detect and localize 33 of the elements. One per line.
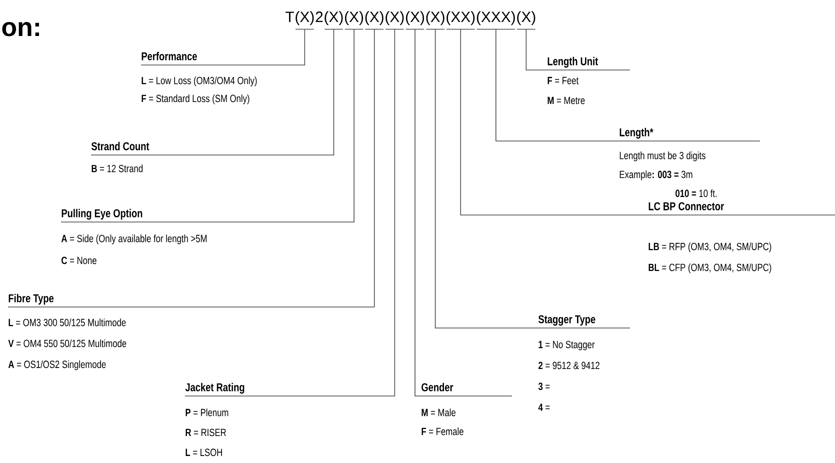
option-list: Gender M = Male F = Female (422, 382, 464, 436)
leader-line (90, 28, 344, 156)
code-field: (X) (296, 11, 314, 26)
option-list: Strand Count B = 12 Strand (91, 142, 150, 172)
leader-line (8, 28, 384, 308)
code-field: (X) (365, 11, 384, 26)
leader-line (60, 28, 364, 222)
leader-line (476, 28, 760, 142)
leader-line (184, 28, 404, 396)
leader-line (140, 28, 314, 66)
leader-line (426, 28, 630, 328)
leader-line (516, 28, 630, 70)
option-list: Length* Length must be 3 digits Example: 003 = 3m 010 = 10 ft. (620, 128, 717, 198)
code-field: (X) (517, 11, 536, 26)
code-field: (X) (406, 11, 424, 26)
code-character: 2 (316, 12, 323, 22)
option-list: Length Unit F = Feet M = Metre (548, 56, 598, 104)
code-field: (XXX) (476, 11, 515, 26)
option-list: Fibre Type L = OM3 300 50/125 Multimode V = OM4 550 50/125 Multimode A = OS1/OS2 Singlemode (8, 294, 126, 370)
code-field: (X) (324, 11, 343, 26)
code-character: T (286, 12, 294, 22)
code-field: (X) (386, 11, 404, 26)
option-list: Jacket Rating P = Plenum R = RISER L = LSOH (185, 382, 244, 456)
leader-line (446, 28, 835, 216)
option-list: Performance L = Low Loss (OM3/OM4 Only) F = Standard Loss (SM Only) (142, 52, 257, 104)
option-list: LC BP Connector LB = RFP (OM3, OM4, SM/UPC) BL = CFP (OM3, OM4, SM/UPC) (648, 202, 772, 274)
code-field: (X) (345, 11, 364, 26)
option-list: Pulling Eye Option A = Side (Only available for length >5M C = None (61, 208, 207, 264)
leader-line (405, 28, 512, 396)
option-list: Stagger Type 1 = No Stagger 2 = 9512 & 9412 3 = 4 = (538, 315, 600, 411)
code-field: (XX) (446, 11, 475, 26)
code-field: (X) (426, 11, 444, 26)
title: on: (2, 22, 39, 36)
